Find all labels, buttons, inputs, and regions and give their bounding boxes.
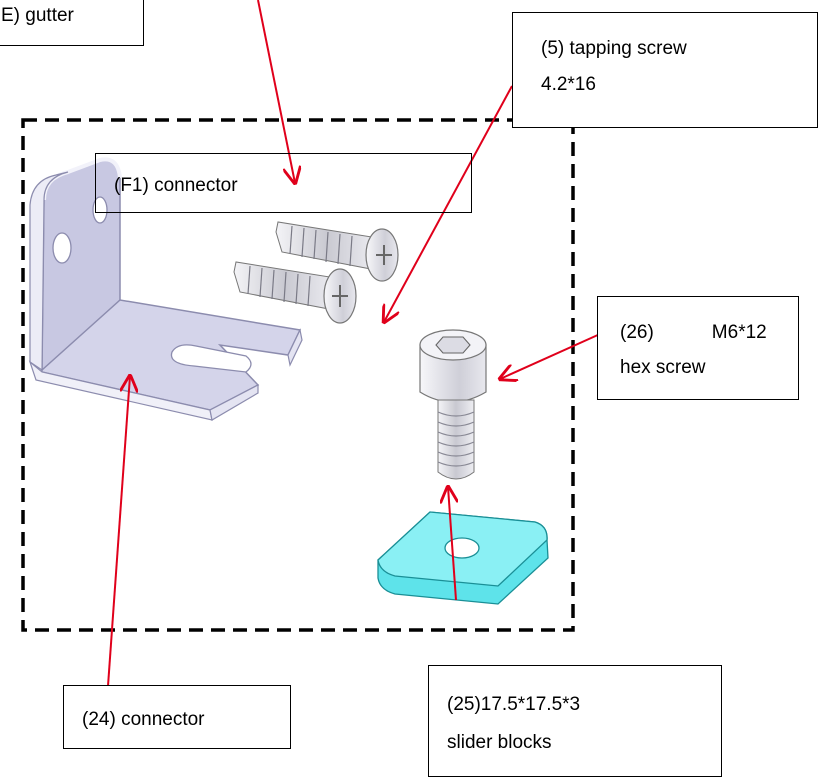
label-f1-connector-text: (F1) connector	[114, 175, 238, 196]
label-slider-line1: (25)17.5*17.5*3	[447, 694, 581, 715]
label-tapping-screw-line1: (5) tapping screw	[541, 38, 687, 59]
label-f1-connector: (F1) connector	[95, 153, 472, 213]
label-gutter: E) gutter	[0, 0, 144, 46]
label-gutter-text: E) gutter	[1, 5, 74, 26]
label-hex-screw-number: (26)	[620, 322, 654, 343]
annotation-arrows	[107, 0, 601, 687]
label-tapping-screw: (5) tapping screw 4.2*16	[512, 12, 818, 128]
arrow-to-connector-f1	[257, 0, 295, 183]
l-bracket-connector	[28, 157, 303, 421]
label-hex-screw: (26) M6*12 hex screw	[597, 296, 799, 400]
assembly-frame	[21, 118, 575, 632]
arrow-to-slider-block	[448, 487, 456, 601]
tapping-screw-lower	[233, 261, 357, 324]
tapping-screw-upper	[275, 221, 399, 282]
arrow-to-bracket	[107, 376, 130, 687]
label-hex-screw-line2: hex screw	[620, 357, 706, 379]
label-hex-screw-size: M6*12	[711, 322, 767, 343]
label-connector-24: (24) connector	[63, 685, 291, 749]
label-connector-24-text: (24) connector	[82, 709, 205, 730]
label-slider-blocks: (25)17.5*17.5*3 slider blocks	[428, 665, 722, 777]
label-tapping-screw-line2: 4.2*16	[541, 74, 596, 96]
arrow-to-tapping-screw	[384, 85, 513, 322]
hex-socket-screw	[419, 329, 487, 480]
tapping-screws	[233, 221, 399, 324]
label-hex-screw-line1: (26) M6*12	[620, 315, 798, 350]
slider-block	[377, 511, 549, 605]
label-slider-line2: slider blocks	[447, 732, 552, 753]
arrow-to-hex-screw	[500, 333, 601, 379]
